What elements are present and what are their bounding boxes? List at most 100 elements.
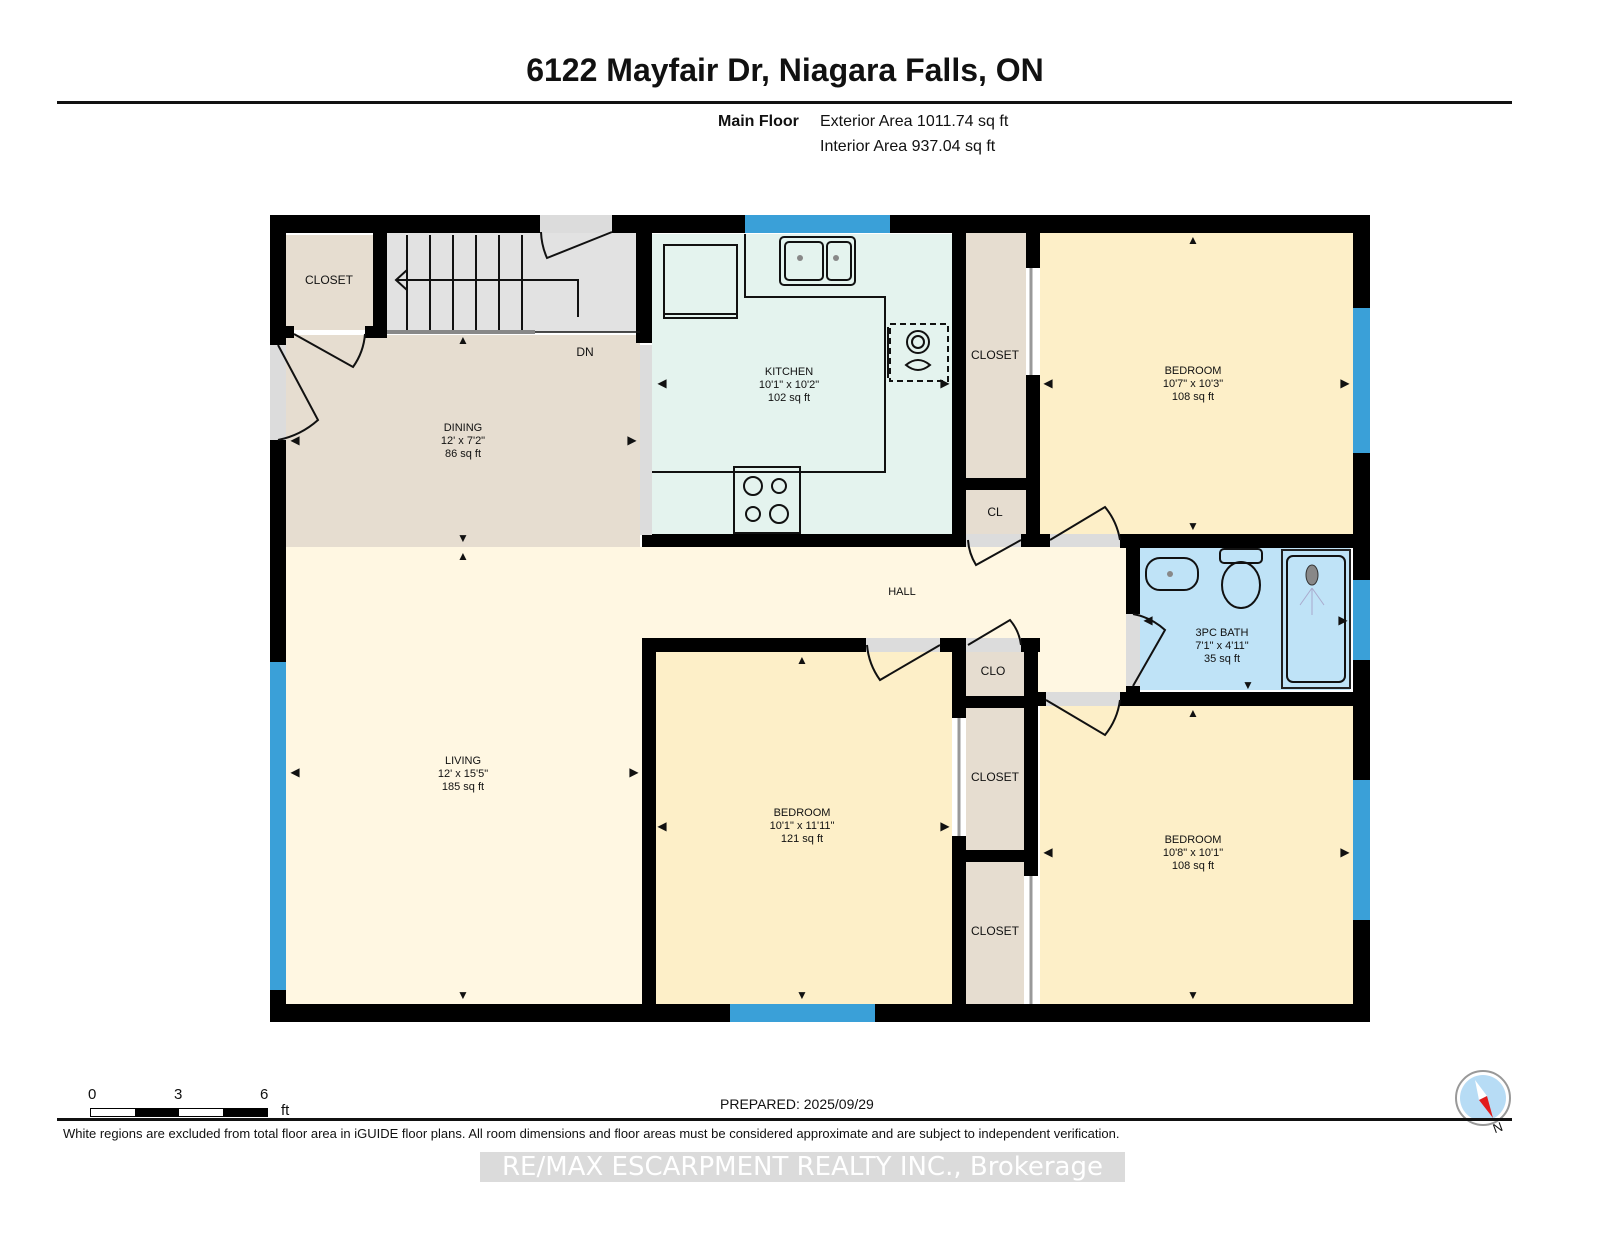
wall-stair-kitchen <box>636 233 652 343</box>
dim-arrow-up-icon: ▲ <box>796 653 808 667</box>
dim-arrow-up-icon: ▲ <box>457 549 469 563</box>
closet-nw-label: CLOSET <box>304 273 354 287</box>
window-bedroom-se <box>1353 780 1370 920</box>
window-kitchen <box>745 215 890 233</box>
scale-tick-6: 6 <box>260 1086 269 1103</box>
window-bedroom-ne <box>1353 308 1370 453</box>
bedroom-se-area: 108 sq ft <box>1171 860 1215 872</box>
dim-arrow-down-icon: ▼ <box>457 531 469 545</box>
floor-name: Main Floor <box>718 113 799 130</box>
scale-tick-0: 0 <box>88 1086 97 1103</box>
property-address-title: 6122 Mayfair Dr, Niagara Falls, ON <box>526 52 1044 88</box>
stairs-icon <box>394 235 579 330</box>
dining-area: 86 sq ft <box>444 448 482 460</box>
bedroom-se-name: BEDROOM <box>1164 834 1222 846</box>
wall-closet-stub-e <box>365 326 387 338</box>
living-fill <box>285 643 642 1005</box>
stairs-fill <box>385 222 640 332</box>
door-bedroom-se <box>1045 699 1121 737</box>
dining-dims: 12' x 7'2" <box>440 435 486 447</box>
door-north <box>540 231 613 260</box>
kitchen-area: 102 sq ft <box>767 392 811 404</box>
bedroom-s-area: 121 sq ft <box>780 833 824 845</box>
dim-arrow-down-icon: ▼ <box>1187 519 1199 533</box>
wall-west-lower <box>270 990 286 1022</box>
cl-fill <box>966 490 1026 534</box>
closet-se1-label: CLOSET <box>970 770 1020 784</box>
dim-arrow-down-icon: ▼ <box>1242 678 1254 692</box>
clo-label: CLO <box>980 664 1006 678</box>
dim-arrow-left-icon: ◀ <box>290 765 300 779</box>
door-entry <box>277 344 320 441</box>
bath-fixtures <box>1145 548 1351 689</box>
bath-name: 3PC BATH <box>1195 627 1249 639</box>
dim-arrow-right-icon: ▶ <box>1340 845 1350 859</box>
header-divider <box>57 101 1512 104</box>
kitchen-dims: 10'1" x 10'2" <box>758 379 820 391</box>
living-label: LIVING 12' x 15'5" 185 sq ft <box>438 755 488 794</box>
bedroom-s-fill <box>652 652 952 1004</box>
footer-divider <box>57 1118 1512 1121</box>
closet-se2-label: CLOSET <box>970 924 1020 938</box>
wall-bedroom-s-east-top <box>952 638 966 718</box>
wall-bedroom-ne-w-top <box>1026 233 1040 268</box>
bedroom-ne-label: BEDROOM 10'7" x 10'3" 108 sq ft <box>1163 365 1223 404</box>
bedroom-se-fill <box>1040 706 1353 1004</box>
dim-arrow-down-icon: ▼ <box>1187 988 1199 1002</box>
dining-room-fill <box>270 335 640 547</box>
dim-arrow-left-icon: ◀ <box>1043 376 1053 390</box>
exterior-area: Exterior Area 1011.74 sq ft <box>820 113 1009 130</box>
wall-closet-stair <box>373 233 387 336</box>
wall-west-mid <box>270 440 286 662</box>
bedroom-ne-fill <box>1040 232 1353 534</box>
bath-label: 3PC BATH 7'1" x 4'11" 35 sq ft <box>1195 627 1248 666</box>
scale-unit: ft <box>281 1102 290 1119</box>
cl-label: CL <box>987 505 1003 519</box>
bedroom-s-label: BEDROOM 10'1" x 11'11" 121 sq ft <box>770 807 835 846</box>
wall-bath-west <box>1126 534 1140 614</box>
dining-name: DINING <box>443 422 483 434</box>
bedroom-ne-name: BEDROOM <box>1164 365 1222 377</box>
dim-arrow-up-icon: ▲ <box>1187 706 1199 720</box>
kitchen-counters <box>652 234 949 534</box>
hall-fill <box>285 547 1133 643</box>
dim-arrow-right-icon: ▶ <box>940 376 950 390</box>
dim-arrow-right-icon: ▶ <box>1338 613 1348 627</box>
door-clo <box>967 618 1022 646</box>
door-cl <box>967 539 1022 567</box>
wall-living-bedroom <box>642 638 656 1022</box>
wall-bedroom-s-east <box>952 836 966 1022</box>
scale-tick-3: 3 <box>174 1086 183 1103</box>
prepared-date: PREPARED: 2025/09/29 <box>720 1096 874 1112</box>
stairs-dn-label: DN <box>576 345 594 359</box>
door-bedroom-ne <box>1049 505 1121 541</box>
wall-clo-east <box>1024 638 1038 708</box>
bath-area: 35 sq ft <box>1203 653 1241 665</box>
dim-arrow-right-icon: ▶ <box>940 819 950 833</box>
disclaimer-text: White regions are excluded from total fl… <box>63 1126 1120 1141</box>
north-door-opening <box>540 215 612 233</box>
bath-dims: 7'1" x 4'11" <box>1195 640 1249 652</box>
closet-nw-fill <box>285 235 373 330</box>
window-bedroom-s <box>730 1004 875 1022</box>
kitchen-name: KITCHEN <box>764 366 814 378</box>
living-name: LIVING <box>444 755 482 767</box>
dim-arrow-left-icon: ◀ <box>1143 613 1153 627</box>
brokerage-watermark: RE/MAX ESCARPMENT REALTY INC., Brokerage <box>480 1152 1125 1182</box>
dim-arrow-up-icon: ▲ <box>457 333 469 347</box>
closet-kitchen-label: CLOSET <box>970 348 1020 362</box>
bedroom-s-name: BEDROOM <box>773 807 831 819</box>
scale-bar: 0 3 6 ft <box>88 1086 308 1126</box>
closet-se2-fill <box>966 862 1024 1004</box>
door-closet-nw <box>293 333 366 369</box>
bedroom-s-dims: 10'1" x 11'11" <box>769 820 835 832</box>
scale-bar-graphic <box>90 1108 268 1117</box>
hall-lower-fill <box>1033 643 1133 701</box>
wall-closet-stub-w <box>270 326 294 338</box>
wall-bedroom-ne-w <box>1026 375 1040 547</box>
living-dims: 12' x 15'5" <box>437 768 489 780</box>
dim-arrow-left-icon: ◀ <box>1043 845 1053 859</box>
wall-bath-north <box>1120 534 1370 548</box>
